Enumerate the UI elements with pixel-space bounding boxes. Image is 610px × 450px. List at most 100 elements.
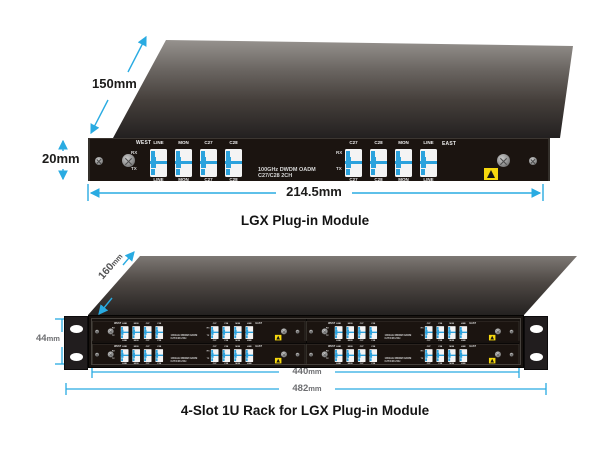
port-label: C28 xyxy=(157,321,162,325)
port-label: C27 xyxy=(426,344,431,347)
lc-duplex-port xyxy=(132,325,141,339)
port-east-c28: C28 C28 xyxy=(436,321,445,341)
product-line1: 100GHz DWDM OADM xyxy=(384,334,412,338)
lc-duplex-port xyxy=(369,325,378,339)
port-east-c28: C28 C28 xyxy=(222,344,231,364)
product-label: 100GHz DWDM OADM C27/C28 2CH xyxy=(171,357,198,363)
port-label: C27 xyxy=(426,338,431,342)
module-height-label: 20mm xyxy=(42,151,80,166)
port-label: MON xyxy=(449,361,455,364)
port-east-line: LINE LINE xyxy=(420,139,437,182)
port-west-c28: C28 C28 xyxy=(155,344,164,364)
east-label: EAST xyxy=(442,141,457,147)
lc-duplex-port xyxy=(120,348,129,362)
port-label: LINE xyxy=(336,338,341,342)
port-west-mon: MON MON xyxy=(346,321,355,342)
port-east-line: LINE LINE xyxy=(459,344,468,364)
rx-label: RX xyxy=(131,150,138,155)
port-label: C28 xyxy=(224,321,229,325)
port-label: LINE xyxy=(122,338,127,342)
screw-icon xyxy=(509,329,514,334)
tx-label: TX xyxy=(325,333,329,337)
port-west-line: LINE LINE xyxy=(150,139,167,182)
port-label: C27 xyxy=(212,361,217,364)
port-label: MON xyxy=(449,344,455,347)
port-east-mon: MON MON xyxy=(395,139,412,182)
lc-duplex-port xyxy=(233,325,242,339)
port-west-c28: C28 C28 xyxy=(225,139,242,182)
port-east-mon: MON MON xyxy=(233,344,242,364)
port-label: LINE xyxy=(336,344,341,347)
lc-duplex-port xyxy=(369,348,378,362)
port-label: MON xyxy=(347,321,353,325)
esd-warning-icon xyxy=(484,168,498,180)
port-label: C28 xyxy=(157,361,162,364)
product-line2: C27/C28 2CH xyxy=(384,359,401,363)
lc-duplex-port xyxy=(370,148,387,177)
port-label: C28 xyxy=(438,321,443,325)
lc-duplex-port xyxy=(210,325,219,339)
rack-frame xyxy=(91,318,521,365)
port-east-mon: MON MON xyxy=(447,344,456,364)
screw-icon xyxy=(95,329,99,334)
port-label: MON xyxy=(235,338,241,342)
port-west-c27: C27 C27 xyxy=(357,344,366,364)
port-label: C28 xyxy=(229,140,238,145)
port-west-c27: C27 C27 xyxy=(200,139,217,182)
port-east-c28: C28 C28 xyxy=(222,321,231,341)
mounting-hole xyxy=(530,353,543,361)
port-label: C28 xyxy=(224,344,229,347)
esd-warning-icon xyxy=(488,334,496,341)
product-line2: C27/C28 2CH xyxy=(384,337,401,340)
port-label: MON xyxy=(133,361,139,364)
port-label: MON xyxy=(347,338,353,342)
tx-label: TX xyxy=(420,333,424,337)
port-west-mon: MON MON xyxy=(346,344,355,364)
port-label: MON xyxy=(133,338,139,342)
port-east-c27: C27 C27 xyxy=(424,344,433,364)
port-east-mon: MON MON xyxy=(447,321,456,341)
lc-duplex-port xyxy=(345,148,362,177)
screw-icon xyxy=(107,328,114,335)
east-label: EAST xyxy=(255,322,263,326)
rx-label: RX xyxy=(420,349,424,352)
east-label: EAST xyxy=(469,322,477,326)
lc-duplex-port xyxy=(436,325,445,339)
mounting-hole xyxy=(70,353,83,361)
tx-label: TX xyxy=(336,166,342,171)
rack-top-face xyxy=(88,256,577,315)
screw-icon xyxy=(494,350,501,357)
lc-duplex-port xyxy=(155,325,164,339)
rack-right-ear xyxy=(524,316,548,370)
port-west-c27: C27 C27 xyxy=(143,321,152,342)
port-label: MON xyxy=(235,344,241,347)
port-label: MON xyxy=(235,321,241,325)
port-label: C27 xyxy=(349,140,358,145)
lc-duplex-port xyxy=(357,348,366,362)
rx-label: RX xyxy=(111,349,115,352)
port-label: C28 xyxy=(438,361,443,364)
port-label: MON xyxy=(178,140,189,145)
port-label: LINE xyxy=(153,140,164,145)
screw-icon xyxy=(295,329,300,334)
port-label: LINE xyxy=(122,321,127,325)
port-label: C28 xyxy=(371,361,376,364)
rx-label: RX xyxy=(336,150,343,155)
tx-label: TX xyxy=(420,356,424,359)
west-label: WEST xyxy=(114,344,122,348)
lc-duplex-port xyxy=(200,148,217,177)
module-top-face xyxy=(113,40,573,138)
product-line2: C27/C28 2CH xyxy=(170,337,187,340)
product-label: 100GHz DWDM OADM C27/C28 2CH xyxy=(258,167,316,179)
port-label: C28 xyxy=(229,176,238,182)
port-label: C27 xyxy=(145,338,150,342)
rack-depth-label: 160mm xyxy=(96,252,125,282)
west-label: WEST xyxy=(328,344,336,348)
port-east-c27: C27 C27 xyxy=(424,321,433,342)
port-label: MON xyxy=(133,344,139,347)
port-east-c28: C28 C28 xyxy=(436,344,445,364)
port-label: C27 xyxy=(426,321,431,325)
port-label: C27 xyxy=(204,176,213,182)
port-west-c28: C28 C28 xyxy=(369,344,378,364)
rx-label: RX xyxy=(111,326,115,329)
